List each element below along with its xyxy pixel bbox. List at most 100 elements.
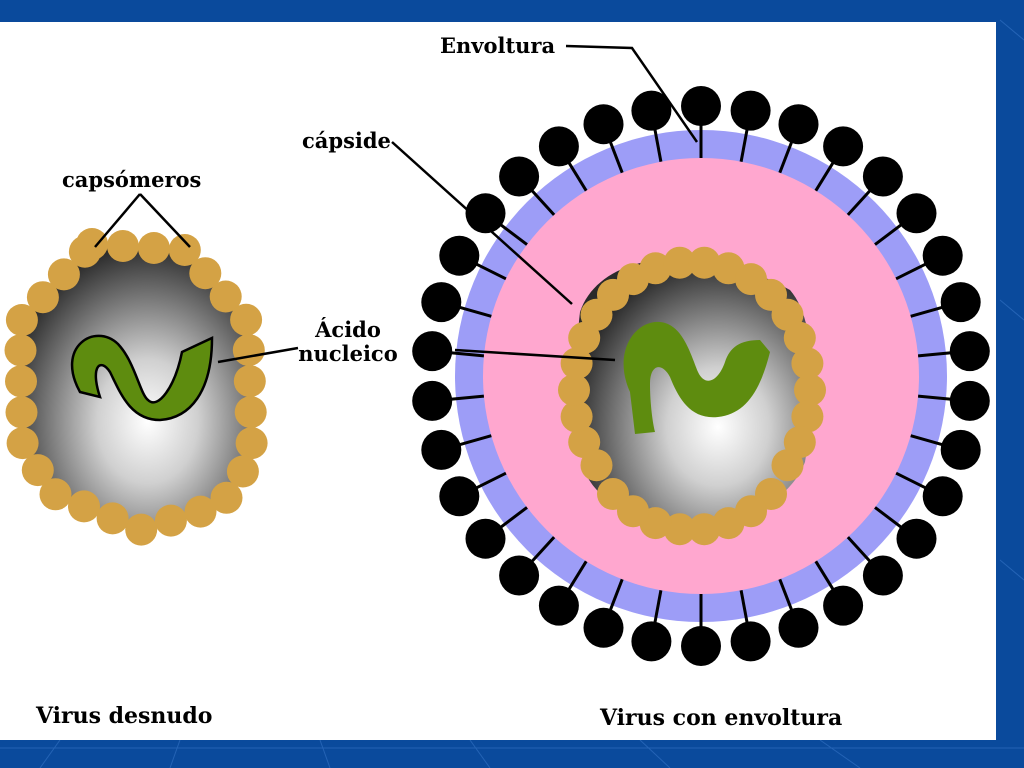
spike-head: [465, 193, 506, 234]
spike-head: [421, 429, 462, 470]
enveloped-capsomere-ring: [558, 246, 826, 546]
caption-virus-desnudo: Virus desnudo: [36, 703, 213, 729]
spike-head: [922, 476, 963, 517]
spike-head: [922, 235, 963, 276]
enveloped-nucleic-acid: [623, 321, 770, 434]
capsomere: [688, 246, 721, 279]
label-capside: cápside: [302, 128, 391, 153]
capsomere: [688, 513, 721, 546]
capsomere: [663, 513, 696, 546]
naked-virus: [4, 228, 268, 546]
label-acido-line2: nucleico: [298, 341, 398, 366]
capsomere: [210, 481, 243, 514]
spike-head: [940, 282, 981, 323]
capsomere: [791, 400, 824, 433]
spike-head: [681, 626, 721, 666]
capsomere: [184, 495, 217, 528]
capsomere: [154, 504, 187, 537]
spike-head: [949, 331, 990, 372]
capsomere: [232, 334, 265, 367]
capsomere: [125, 513, 158, 546]
spike-head: [439, 476, 480, 517]
capsomere: [568, 426, 601, 459]
capsomere: [5, 304, 38, 336]
capsomere: [771, 449, 804, 482]
capsomere: [234, 396, 267, 429]
leader-acido-naked: [217, 346, 299, 364]
spike-head: [862, 156, 903, 197]
spike-head: [730, 90, 771, 131]
capsomere: [235, 427, 268, 460]
capsomere: [4, 334, 37, 367]
spike-head: [412, 331, 453, 372]
spike-head: [823, 585, 864, 626]
spike-head: [823, 126, 864, 167]
capsomere: [560, 347, 593, 380]
capsomere: [558, 374, 590, 406]
spike-head: [631, 90, 672, 131]
leader-capsomeros-left: [94, 193, 141, 248]
label-acido-line1: Ácido: [315, 317, 381, 342]
spike-head: [631, 621, 672, 662]
capsomere: [106, 230, 139, 262]
spike-head: [439, 235, 480, 276]
spike-head: [499, 156, 540, 197]
spike-head: [778, 104, 819, 145]
label-envoltura: Envoltura: [440, 33, 556, 58]
spike-head: [538, 126, 579, 167]
spike-head: [862, 555, 903, 596]
capsomere: [5, 365, 37, 398]
label-capsomeros: capsómeros: [62, 167, 202, 192]
capsomere: [5, 396, 38, 429]
naked-capsomere-ring: [4, 228, 268, 546]
capsomere: [230, 303, 263, 336]
capsomere: [47, 258, 80, 291]
spike-head: [412, 380, 453, 421]
capsomere: [6, 427, 39, 460]
spike-head: [940, 429, 981, 470]
label-acido-nucleico: Ácido nucleico: [288, 318, 408, 366]
spike-head: [583, 607, 624, 648]
capsomere: [560, 400, 593, 433]
capsomere: [663, 246, 696, 279]
capsomere: [68, 490, 100, 523]
leader-capside: [391, 141, 573, 305]
capsomere: [26, 281, 59, 314]
spike-head: [465, 518, 506, 559]
spike-head: [583, 104, 624, 145]
capsomere: [233, 365, 266, 398]
capsomere: [39, 478, 72, 511]
capsomere: [791, 347, 824, 380]
leader-capsomeros-right: [139, 193, 191, 248]
capsomere: [639, 252, 672, 285]
spike-head: [730, 621, 771, 662]
virus-diagram: [4, 44, 990, 666]
naked-nucleic-acid: [70, 334, 214, 422]
capsomere: [137, 232, 170, 264]
spike-head: [538, 585, 579, 626]
capsomere: [68, 235, 101, 268]
spike-head: [949, 380, 990, 421]
capsomere: [712, 507, 745, 540]
leader-acido-enveloped: [454, 348, 616, 362]
spike-head: [896, 193, 937, 234]
enveloped-virus: [412, 86, 990, 666]
spike-head: [778, 607, 819, 648]
spike-head: [681, 86, 721, 126]
spike-head: [499, 555, 540, 596]
caption-virus-con-envoltura: Virus con envoltura: [600, 705, 843, 731]
capsomere: [189, 257, 222, 290]
capsomere: [783, 321, 816, 354]
capsomere: [597, 478, 629, 510]
capsomere: [226, 455, 259, 488]
diagram-panel: Envoltura cápside capsómeros Ácido nucle…: [0, 22, 996, 740]
spike-head: [896, 518, 937, 559]
leader-lines: [94, 44, 699, 364]
capsomere: [21, 454, 54, 487]
capsomere: [794, 374, 826, 406]
spike-head: [421, 282, 462, 323]
leader-envoltura: [565, 44, 699, 143]
envelope-spikes: [412, 86, 990, 666]
capsomere: [168, 234, 201, 266]
